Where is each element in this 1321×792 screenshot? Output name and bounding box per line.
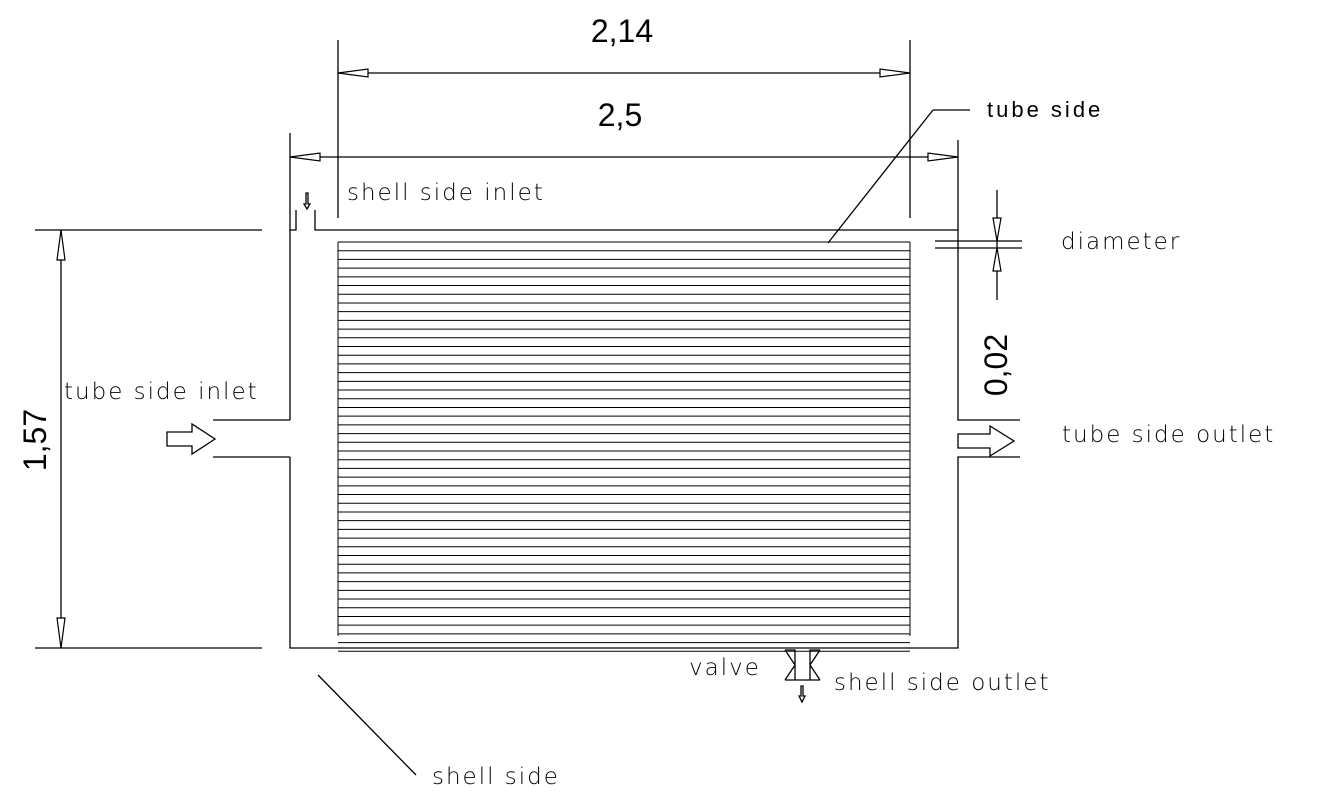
down-arrow-icon (302, 192, 312, 211)
shell-side-outlet-label: shell side outlet (834, 670, 1050, 696)
dimension-label-tube-length: 2,14 (591, 13, 653, 49)
shell-side-outlet: valve shell side outlet (689, 649, 1050, 704)
dimension-arrow-down-icon (992, 217, 1002, 242)
valve-label: valve (689, 655, 761, 681)
dimension-arrow-left-icon (337, 68, 369, 78)
tube-side-callout: tube side (827, 97, 1103, 244)
dimension-label-shell-height: 1,57 (17, 409, 53, 471)
tube-side-outlet: tube side outlet (957, 422, 1275, 458)
shell-side-inlet-label: shell side inlet (347, 180, 545, 206)
dimension-shell-length: 2,5 (289, 97, 959, 230)
tube-bundle (337, 241, 911, 652)
tube-side-label: tube side (987, 97, 1103, 122)
dimension-arrow-down-icon (56, 617, 66, 649)
dimension-shell-height: 1,57 (17, 229, 262, 649)
dimension-arrow-left-icon (289, 152, 321, 162)
dimension-arrow-up-icon (992, 247, 1002, 272)
dimension-arrow-up-icon (56, 229, 66, 261)
flow-arrow-right-icon (957, 424, 1016, 458)
dimension-arrow-right-icon (879, 68, 911, 78)
dimension-label-tube-diameter: 0,02 (978, 334, 1014, 396)
dimension-label-shell-length: 2,5 (598, 97, 642, 133)
shell-outline (213, 210, 1020, 649)
shell-side-inlet: shell side inlet (302, 180, 545, 211)
diameter-label: diameter (1061, 229, 1181, 255)
shell-side-callout: shell side (317, 674, 560, 790)
tube-side-inlet-label: tube side inlet (64, 379, 259, 405)
dimension-tube-diameter: diameter 0,02 (935, 190, 1181, 396)
tube-side-outlet-label: tube side outlet (1062, 422, 1275, 448)
dimension-arrow-right-icon (927, 152, 959, 162)
flow-arrow-right-icon (166, 422, 217, 456)
tube-side-inlet: tube side inlet (64, 379, 259, 456)
dimension-tube-length: 2,14 (337, 13, 911, 218)
valve-icon (784, 649, 821, 681)
shell-side-label: shell side (432, 764, 560, 790)
down-arrow-icon (797, 685, 807, 704)
